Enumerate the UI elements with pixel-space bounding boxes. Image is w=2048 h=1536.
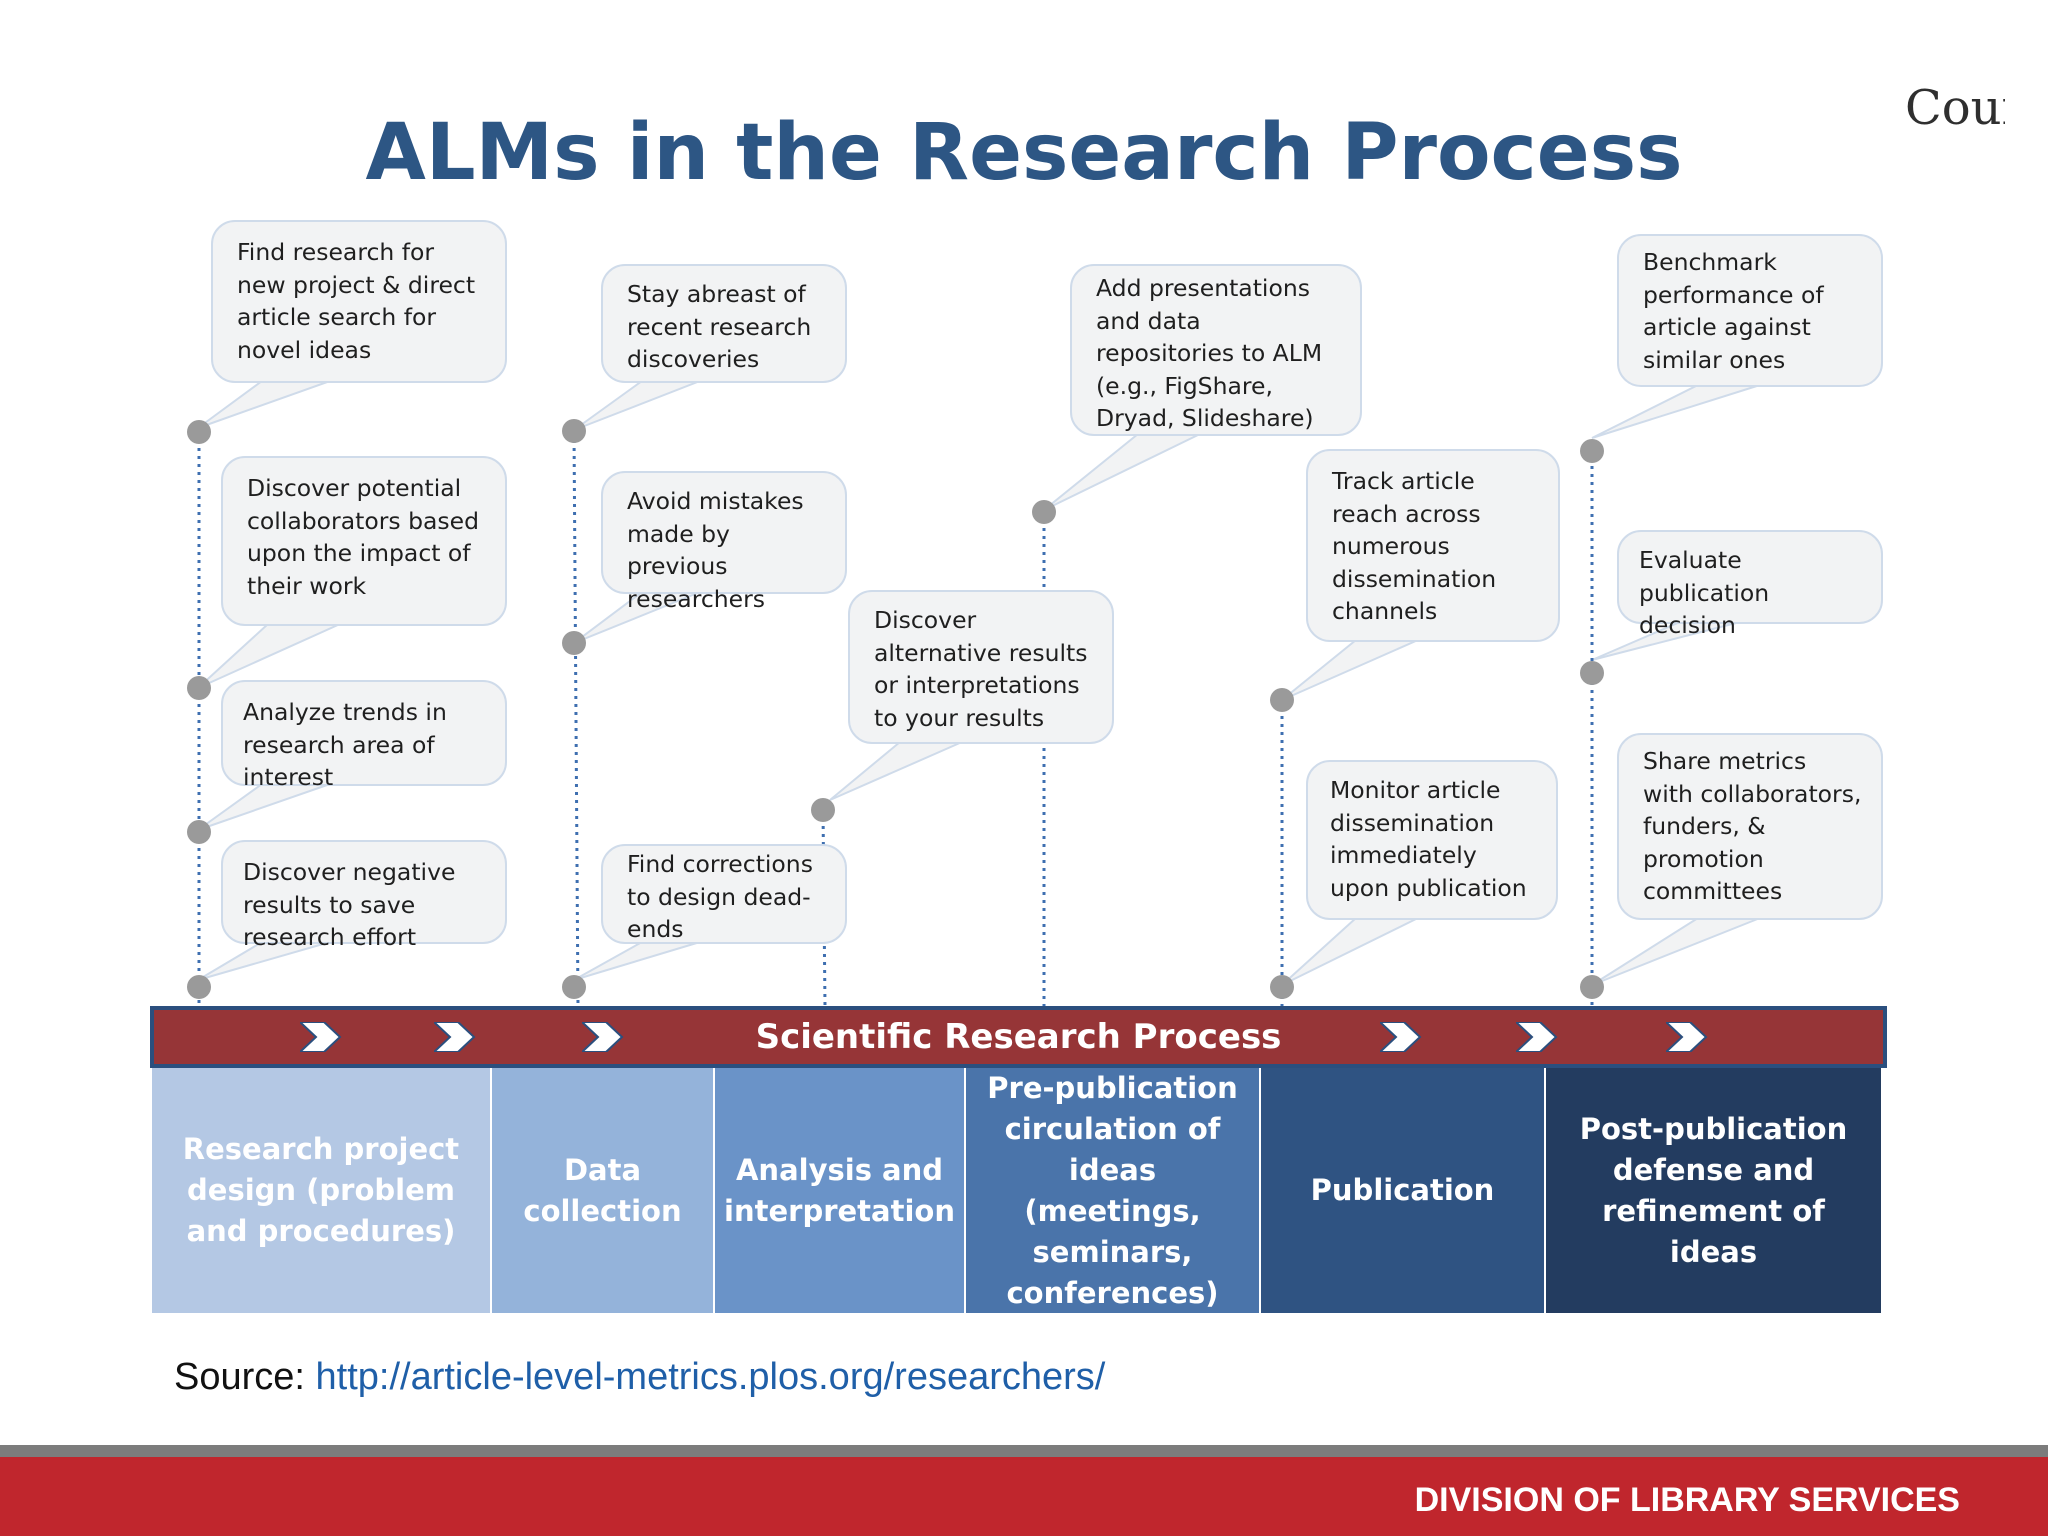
callout-bubble: Analyze trends in research area of inter… <box>221 680 507 791</box>
bubble-tail <box>1281 639 1419 701</box>
bubble-tail <box>573 941 701 981</box>
connector-dot <box>1580 975 1604 999</box>
stage-data-collection: Data collection <box>492 1068 713 1313</box>
stage-research-design: Research project design (problem and pro… <box>152 1068 490 1313</box>
connector-dot <box>187 820 211 844</box>
chevron-right-icon <box>582 1022 624 1052</box>
bubble-tail <box>1591 917 1761 986</box>
connector-dot <box>187 420 211 444</box>
bubble-tail <box>1281 917 1419 986</box>
connector-line <box>572 431 580 1007</box>
callout-bubble: Stay abreast of recent research discover… <box>601 264 847 383</box>
connector-dot <box>562 975 586 999</box>
callout-bubble: Discover potential collaborators based u… <box>221 456 507 626</box>
connector-dot <box>562 631 586 655</box>
connector-dot <box>562 419 586 443</box>
bubble-tail <box>1591 384 1761 439</box>
bubble-tail <box>829 741 963 801</box>
slide-title: ALMs in the Research Process <box>365 108 1683 198</box>
footer-bar: DIVISION OF LIBRARY SERVICES <box>0 1457 2048 1536</box>
callout-bubble: Find corrections to design dead-ends <box>601 844 847 944</box>
callout-bubble: Add presentations and data repositories … <box>1070 264 1362 436</box>
source-line: Source: http://article-level-metrics.plo… <box>174 1356 1105 1399</box>
stage-pre-publication: Pre-publication circulation of ideas (me… <box>966 1068 1259 1313</box>
callout-bubble: Benchmark performance of article against… <box>1617 234 1883 387</box>
source-prefix: Source: <box>174 1356 316 1398</box>
bubble-tail <box>197 623 341 689</box>
callout-bubble: Track article reach across numerous diss… <box>1306 449 1560 642</box>
connector-dot <box>1032 500 1056 524</box>
connector-dot <box>1580 439 1604 463</box>
chevron-right-icon <box>300 1022 342 1052</box>
callout-bubble: Discover negative results to save resear… <box>221 840 507 951</box>
corner-logo-text: Court <box>1905 80 2005 136</box>
connector-dot <box>1270 688 1294 712</box>
stage-analysis: Analysis and interpretation <box>715 1068 964 1313</box>
source-link[interactable]: http://article-level-metrics.plos.org/re… <box>315 1356 1106 1398</box>
stage-post-publication: Post-publication defense and refinement … <box>1546 1068 1881 1313</box>
stage-publication: Publication <box>1261 1068 1544 1313</box>
callout-bubble: Monitor article dissemination immediatel… <box>1306 760 1558 920</box>
footer-gray-strip <box>0 1445 2048 1457</box>
bubble-tail <box>197 380 331 429</box>
chevron-right-icon <box>1380 1022 1422 1052</box>
chevron-right-icon <box>1516 1022 1558 1052</box>
chevron-right-icon <box>434 1022 476 1052</box>
bubble-tail <box>573 380 701 431</box>
callout-bubble: Find research for new project & direct a… <box>211 220 507 383</box>
callout-bubble: Avoid mistakes made by previous research… <box>601 471 847 613</box>
connector-dot <box>811 798 835 822</box>
footer-division-label: DIVISION OF LIBRARY SERVICES <box>1414 1481 1960 1519</box>
chevron-right-icon <box>1666 1022 1708 1052</box>
connector-dot <box>187 676 211 700</box>
bubble-tails <box>197 380 1761 986</box>
connector-dot <box>1270 975 1294 999</box>
process-bar-label: Scientific Research Process <box>755 1017 1282 1057</box>
callout-bubble: Discover alternative results or interpre… <box>848 590 1114 744</box>
connector-dot <box>187 975 211 999</box>
bubble-tail <box>1043 433 1201 511</box>
connector-dot <box>1580 661 1604 685</box>
callout-bubble: Evaluate publication decision <box>1617 530 1883 639</box>
process-bar: Scientific Research Process <box>150 1006 1887 1068</box>
connector-dots <box>187 419 1604 999</box>
callout-bubble: Share metrics with collaborators, funder… <box>1617 733 1883 920</box>
